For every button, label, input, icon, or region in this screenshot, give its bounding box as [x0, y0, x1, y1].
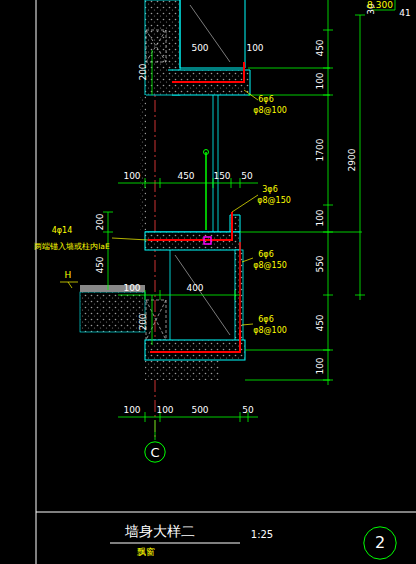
dimension-text: 100	[316, 357, 325, 374]
dimension-text: 100	[246, 44, 263, 53]
dimension-text: φ8@100	[253, 327, 287, 335]
dimension-text: 450	[316, 39, 325, 56]
dimension-text: φ8@100	[253, 107, 287, 115]
dimension-text: 两端锚入墙或柱内laE	[34, 243, 109, 251]
dimension-text: 8.300	[367, 1, 393, 10]
drawing-title: 墙身大样二	[125, 524, 195, 538]
dimension-text: 100	[156, 406, 173, 415]
dimension-text: 200	[139, 313, 148, 330]
dimension-text: 550	[316, 255, 325, 272]
dimension-text: 50	[242, 406, 253, 415]
drawing-caption: 飘窗	[137, 548, 155, 557]
dimension-text: 6φ6	[258, 251, 273, 259]
dimension-text: 4φ14	[52, 227, 73, 235]
dimension-text: 200	[96, 213, 105, 230]
dimension-text: 100	[123, 172, 140, 181]
circle-label: C	[144, 446, 166, 459]
dimension-text: 3φ6	[262, 186, 277, 194]
circle-label: 2	[363, 535, 397, 551]
dimension-text: 2900	[348, 149, 357, 172]
dimension-text: 100	[316, 209, 325, 226]
dimension-text: φ8@150	[257, 197, 291, 205]
dimension-text: 450	[96, 256, 105, 273]
dimension-text: 450	[316, 314, 325, 331]
dimension-text: 150	[213, 172, 230, 181]
dimension-text: 41	[399, 9, 410, 18]
dimension-text: H	[65, 271, 72, 280]
dimension-text: 450	[177, 172, 194, 181]
axis-bubble: C	[144, 441, 166, 463]
dimension-text: 100	[123, 284, 140, 293]
dimension-text: 500	[191, 44, 208, 53]
dimension-text: 6φ6	[258, 96, 273, 104]
dimension-text: 50	[241, 172, 252, 181]
dimension-text: 100	[123, 406, 140, 415]
dimension-text: 400	[186, 284, 203, 293]
dimension-text: 1:25	[251, 530, 273, 540]
detail-number-circle: 2	[363, 526, 397, 560]
dimension-text: 1700	[316, 139, 325, 162]
dimension-text: φ8@150	[253, 262, 287, 270]
dimension-text: 100	[316, 72, 325, 89]
dimension-text: 200	[139, 63, 148, 80]
dimension-text: 500	[191, 406, 208, 415]
dimension-text: 6φ6	[258, 316, 273, 324]
